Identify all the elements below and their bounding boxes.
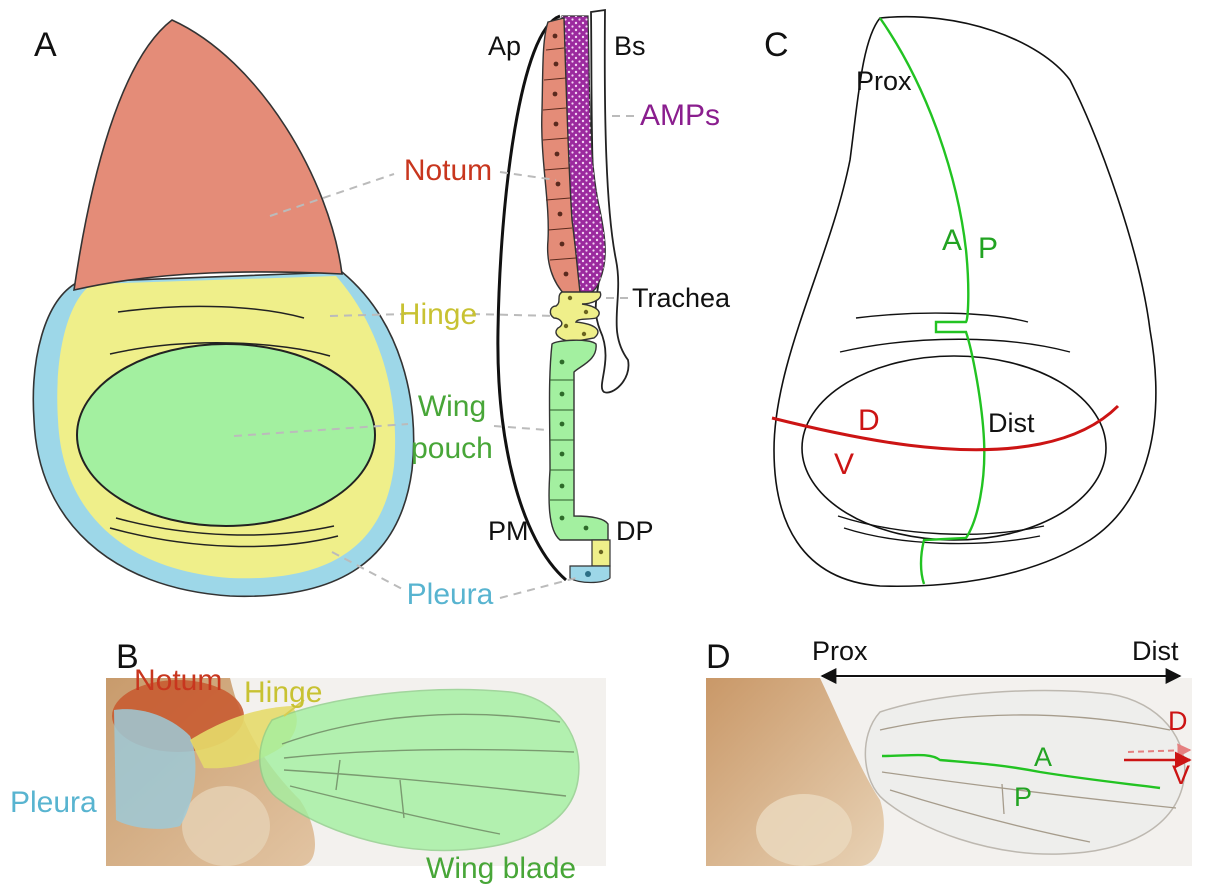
disc-notum-region [74, 20, 342, 290]
label-d-v: V [1172, 760, 1190, 790]
label-b-hinge: Hinge [244, 676, 322, 709]
photo-d-fly-leg [756, 794, 852, 866]
label-wing-pouch-line2: pouch [411, 432, 493, 465]
label-d-d: D [1168, 706, 1188, 736]
panel-letter-c: C [764, 26, 789, 64]
disc-fold-c2 [840, 339, 1070, 352]
panel-a: A [33, 10, 731, 611]
label-d-prox: Prox [812, 636, 868, 666]
panel-letter-a: A [34, 26, 57, 64]
label-hinge: Hinge [399, 298, 477, 331]
label-wing-pouch-line1: Wing [418, 390, 486, 423]
disc-fold-c1 [856, 313, 1028, 322]
disc-wing-pouch-region [77, 344, 375, 526]
label-ap: Ap [488, 31, 521, 61]
panel-c: C Prox A P D V Dist [764, 17, 1156, 587]
disc-fold-c4 [844, 528, 1040, 544]
section-distal-nucleus [599, 550, 603, 554]
label-c-d: D [858, 404, 880, 437]
photo-b-fly-leg [182, 786, 270, 866]
label-d-a: A [1034, 742, 1052, 772]
label-b-pleura: Pleura [10, 786, 97, 819]
label-c-dist: Dist [988, 408, 1035, 438]
section-pleura-nucleus [585, 571, 591, 577]
disc-fold-c3 [838, 516, 1044, 534]
label-trachea: Trachea [632, 283, 731, 313]
dv-boundary-line [772, 406, 1118, 450]
label-d-p: P [1014, 782, 1032, 812]
section-hinge-folds [550, 292, 600, 342]
ap-boundary-line [880, 18, 984, 584]
label-bs: Bs [614, 31, 646, 61]
label-pm: PM [488, 516, 529, 546]
label-dp: DP [616, 516, 654, 546]
label-c-v: V [834, 448, 854, 481]
panel-b: B Notum Hinge Pleura Wing blade [10, 638, 606, 885]
label-c-p: P [978, 232, 998, 265]
panel-d: D Prox Dist D V A P [706, 636, 1192, 866]
panel-letter-d: D [706, 638, 731, 676]
label-notum: Notum [404, 154, 492, 187]
label-d-dist: Dist [1132, 636, 1179, 666]
label-c-prox: Prox [856, 66, 912, 96]
label-pleura: Pleura [407, 578, 494, 611]
label-c-a: A [942, 224, 962, 257]
label-amps: AMPs [640, 99, 720, 132]
disc-outline-c [774, 17, 1156, 587]
label-b-wing-blade: Wing blade [426, 852, 576, 885]
label-b-notum: Notum [134, 664, 222, 697]
